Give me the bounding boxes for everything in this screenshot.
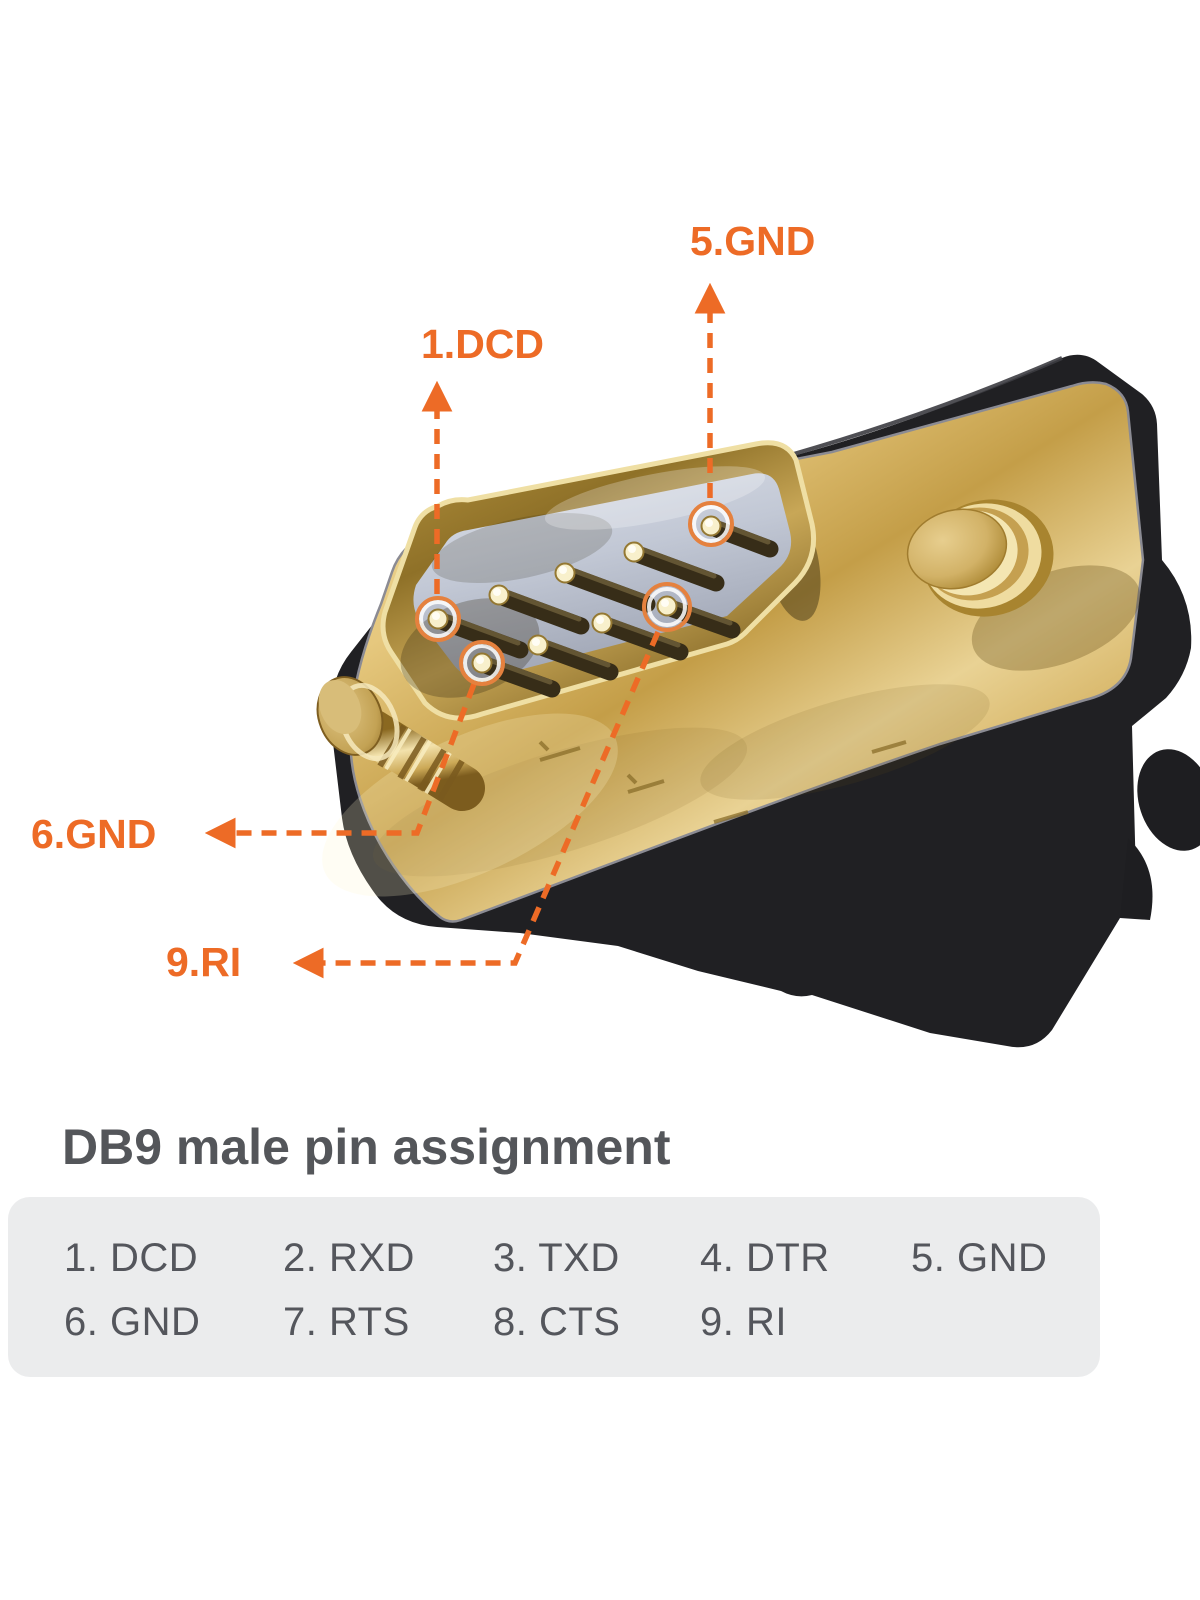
arrow-pin6 xyxy=(204,683,477,849)
right-thumbscrew xyxy=(906,499,1054,617)
pin-cell-5: 5. GND xyxy=(911,1236,1048,1280)
left-thumbscrew xyxy=(316,676,485,811)
pin-label-1-dcd: 1.DCD xyxy=(421,321,545,367)
pin-tips xyxy=(427,515,722,674)
pin-label-6-gnd: 6.GND xyxy=(31,811,157,857)
pin-cell-2: 2. RXD xyxy=(283,1236,415,1280)
pin-label-9-ri: 9.RI xyxy=(166,939,242,985)
pin-cell-8: 8. CTS xyxy=(493,1300,621,1344)
pin-cell-9: 9. RI xyxy=(700,1300,787,1344)
pin-assignment-table: 1. DCD 2. RXD 3. TXD 4. DTR 5. GND 6. GN… xyxy=(8,1197,1100,1377)
annotation-arrows xyxy=(204,282,726,979)
db9-connector-photo xyxy=(204,282,1200,1048)
cable-bump xyxy=(1137,749,1200,851)
pin-cell-1: 1. DCD xyxy=(64,1236,199,1280)
pin-cell-4: 4. DTR xyxy=(700,1236,830,1280)
pin-cell-6: 6. GND xyxy=(64,1300,201,1344)
pin-cell-3: 3. TXD xyxy=(493,1236,620,1280)
arrow-pin9 xyxy=(292,630,661,979)
ring-pin9 xyxy=(642,582,692,632)
ring-pin5 xyxy=(688,501,734,547)
ring-pin6 xyxy=(459,640,505,686)
pin-label-5-gnd: 5.GND xyxy=(690,218,816,264)
pin-cell-7: 7. RTS xyxy=(283,1300,410,1344)
pin-assignment-title: DB9 male pin assignment xyxy=(62,1119,671,1175)
ring-pin1 xyxy=(415,596,461,642)
pin-highlight-rings xyxy=(415,501,734,686)
